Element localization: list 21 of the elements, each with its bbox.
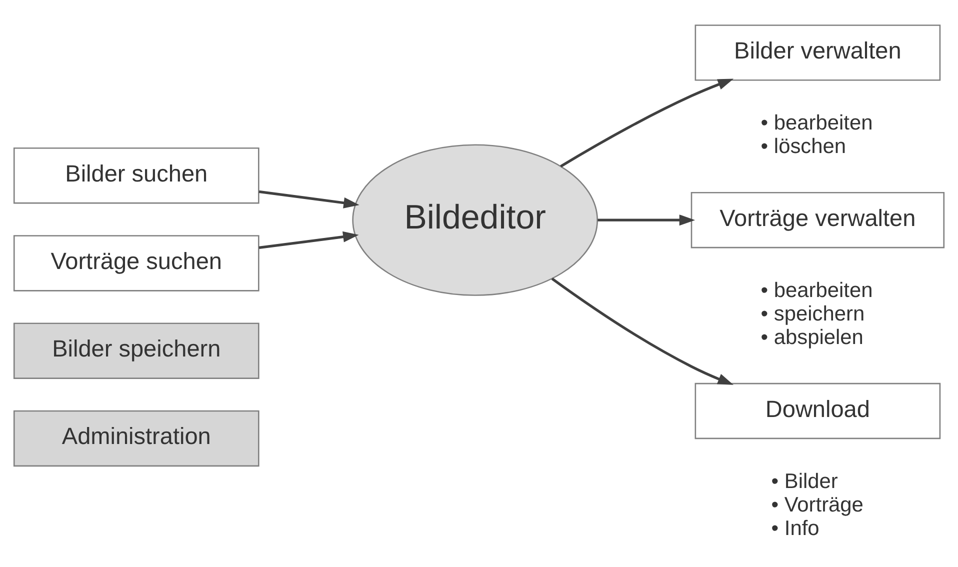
node-ellipse: Bildeditor [352,144,598,296]
node-box: Vorträge verwalten [690,192,945,248]
node-label: • speichern [760,302,865,326]
node-label: • bearbeiten [760,112,873,135]
node-label: • abspielen [760,326,864,350]
arrow [560,78,734,168]
node-box: Administration [13,410,260,467]
node-label: • bearbeiten [760,278,873,302]
node-box: Vorträge suchen [13,235,260,292]
node-box: Bilder speichern [13,322,260,379]
node-box: Bilder verwalten [694,24,941,81]
arrow [258,190,360,208]
node-label: • löschen [760,135,846,158]
node-label: • Vorträge [771,493,864,516]
node-box: Bilder suchen [13,148,260,204]
arrow [258,231,359,249]
arrow [551,278,734,385]
node-box: Download [694,382,941,440]
arrow [598,214,696,226]
node-label: • Bilder [771,470,838,493]
node-label: • Info [771,516,820,540]
